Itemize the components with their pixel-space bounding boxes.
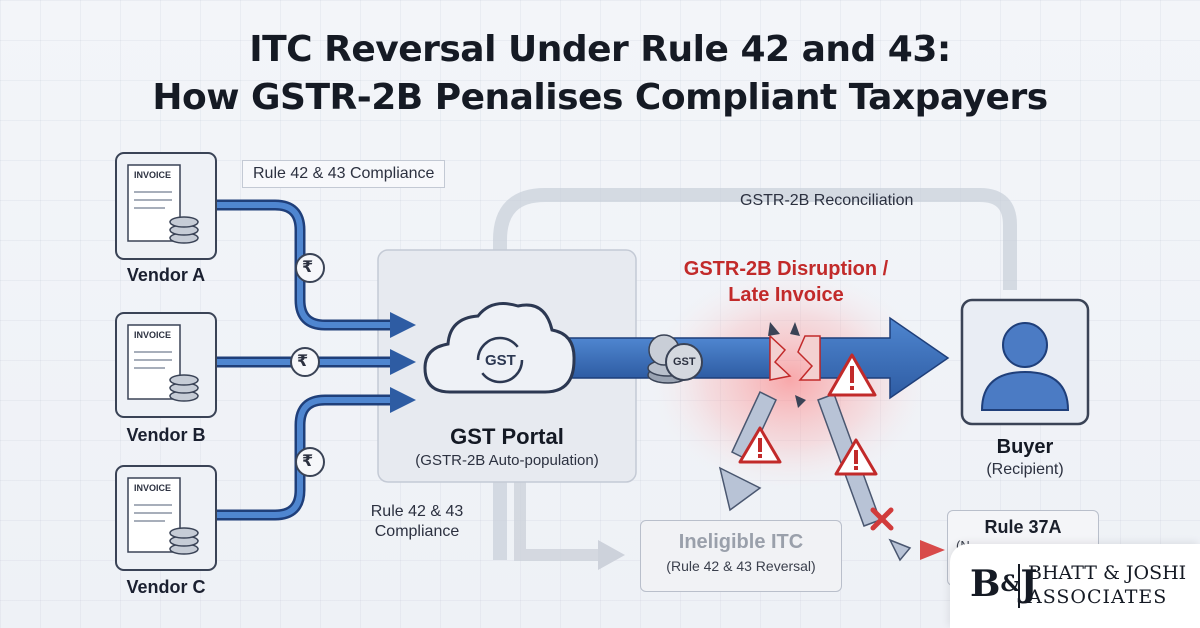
cloud-gst-text: GST	[485, 352, 516, 369]
buyer-title: Buyer	[996, 436, 1054, 458]
arrowhead-b	[390, 349, 416, 375]
rupee-symbol-a: ₹	[302, 259, 314, 276]
arrowhead-a	[390, 312, 416, 338]
rupee-symbol-b: ₹	[297, 353, 309, 370]
page-title: ITC Reversal Under Rule 42 and 43: How G…	[0, 26, 1200, 122]
compliance-path	[514, 470, 600, 561]
compliance-label-top: Rule 42 & 43 Compliance	[242, 160, 446, 188]
coin-gst-text: GST	[673, 356, 696, 368]
broken-arrow-down-left	[718, 390, 777, 512]
rupee-coin-c	[295, 447, 325, 477]
warning-triangle-main	[827, 353, 877, 397]
logo-separator	[1018, 564, 1020, 608]
logo-line-1: BHATT & JOSHI	[1028, 562, 1187, 584]
shard-2	[790, 322, 800, 336]
portal-title: GST Portal	[450, 424, 564, 449]
rupee-coin-a	[295, 253, 325, 283]
compliance-path-arrowhead	[598, 540, 625, 570]
rupee-symbol-c: ₹	[302, 453, 314, 470]
shard-1	[768, 322, 780, 336]
warning-triangle-right	[834, 438, 878, 476]
red-x-mark	[870, 507, 894, 531]
vendor-a-doc-icon	[115, 152, 217, 260]
vendor-c-doc-icon	[115, 465, 217, 571]
ineligible-itc-subtitle: (Rule 42 & 43 Reversal)	[666, 558, 816, 574]
logo-monogram: B&J	[970, 560, 1037, 605]
rule37a-red-arrowhead	[920, 540, 945, 560]
logo-line-2: ASSOCIATES	[1028, 586, 1168, 608]
portal-subtitle: (GSTR-2B Auto-population)	[415, 452, 599, 469]
title-line-2: How GSTR-2B Penalises Compliant Taxpayer…	[152, 77, 1048, 118]
vendor-c-name: Vendor C	[126, 577, 206, 597]
disruption-glow	[650, 270, 930, 490]
ineligible-itc-title: Ineligible ITC	[678, 531, 804, 553]
break-right	[797, 335, 821, 381]
arrowhead-c	[390, 387, 416, 413]
logo-mono-b: B	[970, 563, 1001, 605]
gst-cloud-icon	[423, 302, 576, 394]
vendor-b-invoice-label: INVOICE	[134, 330, 172, 340]
compliance-bottom-line-1: Rule 42 & 43	[370, 503, 464, 520]
buyer-avatar-icon	[960, 298, 1090, 426]
rupee-coin-b	[290, 347, 320, 377]
break-left	[769, 334, 792, 381]
vendor-b-name: Vendor B	[126, 425, 206, 445]
vendor-a-name: Vendor A	[126, 265, 206, 285]
vendor-a-invoice-label: INVOICE	[134, 170, 172, 180]
shard-3	[795, 395, 806, 408]
compliance-label-bottom: Rule 42 & 43 Compliance	[352, 502, 482, 542]
logo-mono-amp: &	[1000, 571, 1021, 597]
warning-triangle-left	[738, 426, 782, 464]
rule37a-title: Rule 37A	[984, 517, 1062, 537]
reconciliation-path	[493, 188, 1017, 560]
title-line-1: ITC Reversal Under Rule 42 and 43:	[249, 29, 951, 70]
vendor-b-doc-icon	[115, 312, 217, 418]
disruption-line-2: Late Invoice	[728, 284, 844, 306]
ineligible-itc-box: Ineligible ITC (Rule 42 & 43 Reversal)	[640, 520, 842, 592]
compliance-bottom-line-2: Compliance	[374, 523, 460, 540]
disruption-line-1: GSTR-2B Disruption /	[683, 258, 889, 280]
bhatt-joshi-logo: B&J BHATT & JOSHI ASSOCIATES	[950, 544, 1200, 628]
gst-coin-stack	[647, 334, 703, 384]
disruption-label: GSTR-2B Disruption / Late Invoice	[636, 256, 936, 308]
vendor-c-invoice-label: INVOICE	[134, 483, 172, 493]
logo-mono-j: J	[1020, 563, 1038, 605]
reconciliation-label: GSTR-2B Reconciliation	[740, 192, 914, 209]
buyer-subtitle: (Recipient)	[986, 461, 1064, 478]
